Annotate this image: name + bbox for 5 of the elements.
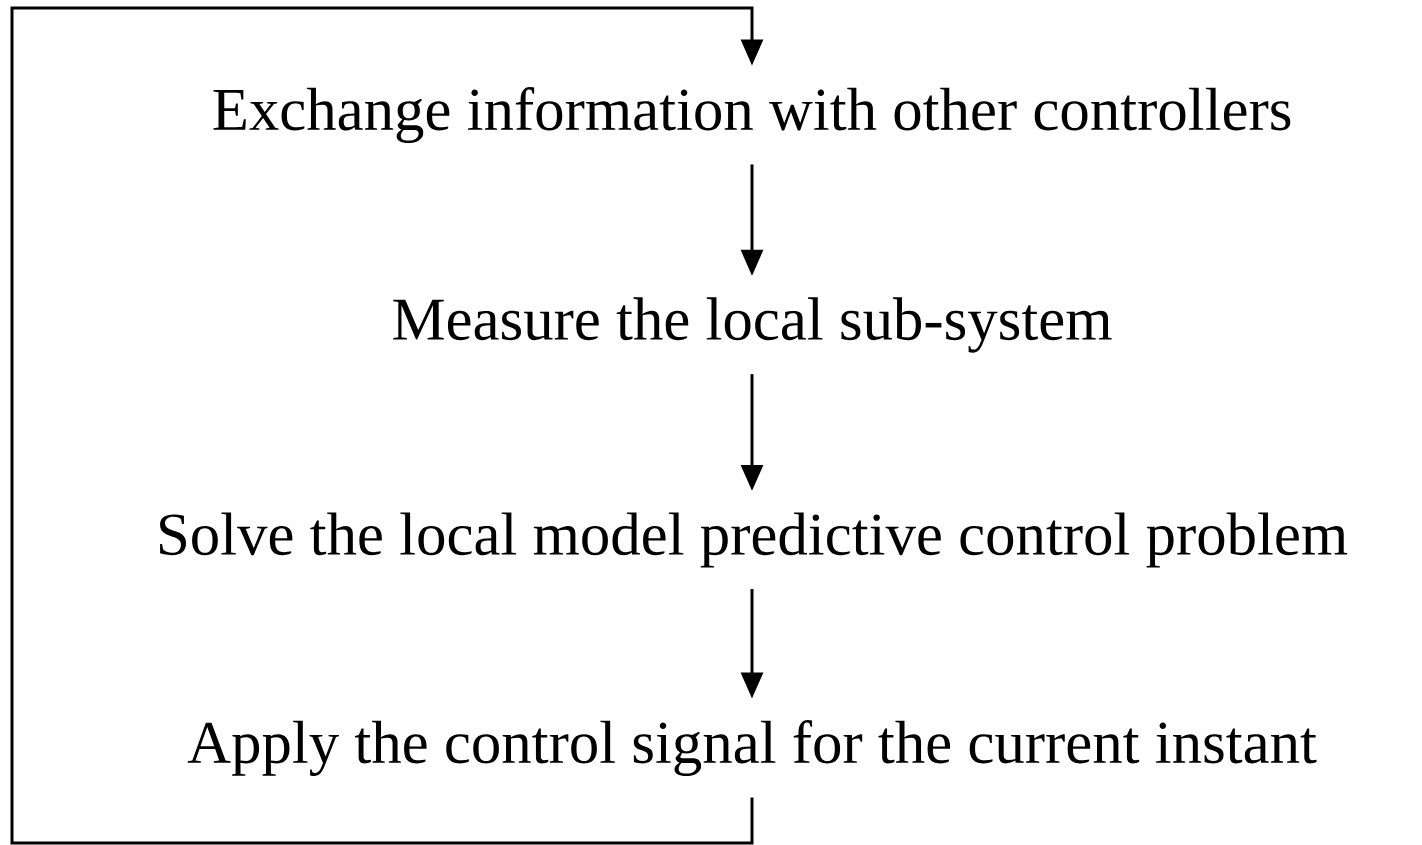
step-text: Exchange information with other controllers	[213, 87, 1291, 143]
step-text: Measure the local sub-system	[393, 297, 1112, 353]
step-text: Solve the local model predictive control problem	[160, 512, 1348, 568]
arrow	[10, 6, 764, 845]
step-text: Apply the control signal for the current instant	[187, 720, 1317, 776]
